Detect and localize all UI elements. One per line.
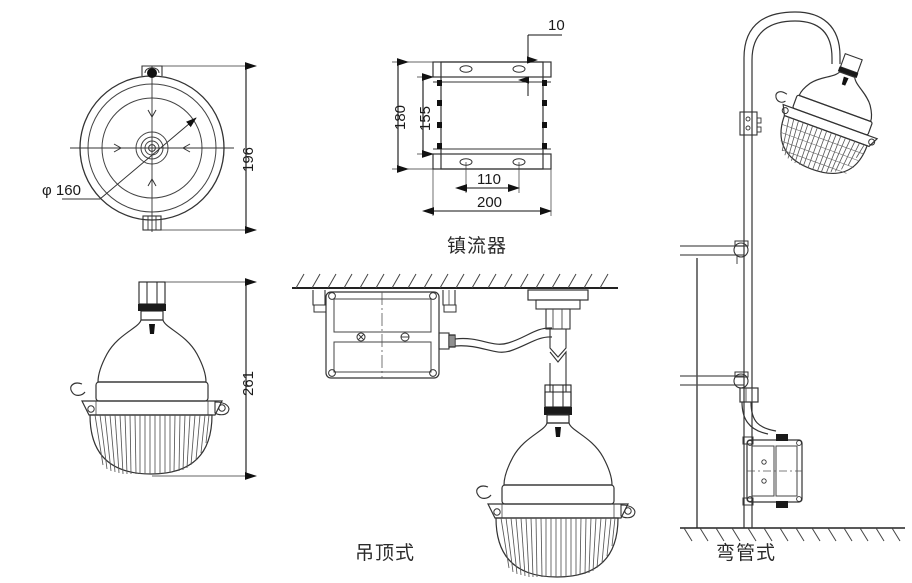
caption-ballast: 镇流器 [447, 235, 508, 257]
dim-ballast-hole-spacing: 110 [477, 171, 501, 188]
dim-ballast-overall-width: 200 [477, 194, 503, 211]
dim-top-view-diameter: φ 160 [42, 182, 81, 199]
dim-ballast-body-height: 155 [417, 105, 434, 131]
caption-ceiling-mount: 吊顶式 [355, 542, 416, 564]
front-view-drawing [70, 278, 257, 480]
top-view-drawing [62, 62, 257, 234]
caption-bent-pipe-mount: 弯管式 [716, 542, 777, 564]
dim-ballast-plate-thickness: 10 [548, 17, 565, 34]
ballast-view-drawing [392, 34, 562, 216]
ceiling-mount-drawing [292, 273, 636, 578]
dim-front-view-overall-height: 261 [240, 370, 257, 396]
bent-pipe-mount-drawing [680, 11, 905, 542]
dim-top-view-height: 196 [240, 146, 257, 172]
dim-ballast-overall-height: 180 [392, 104, 409, 130]
